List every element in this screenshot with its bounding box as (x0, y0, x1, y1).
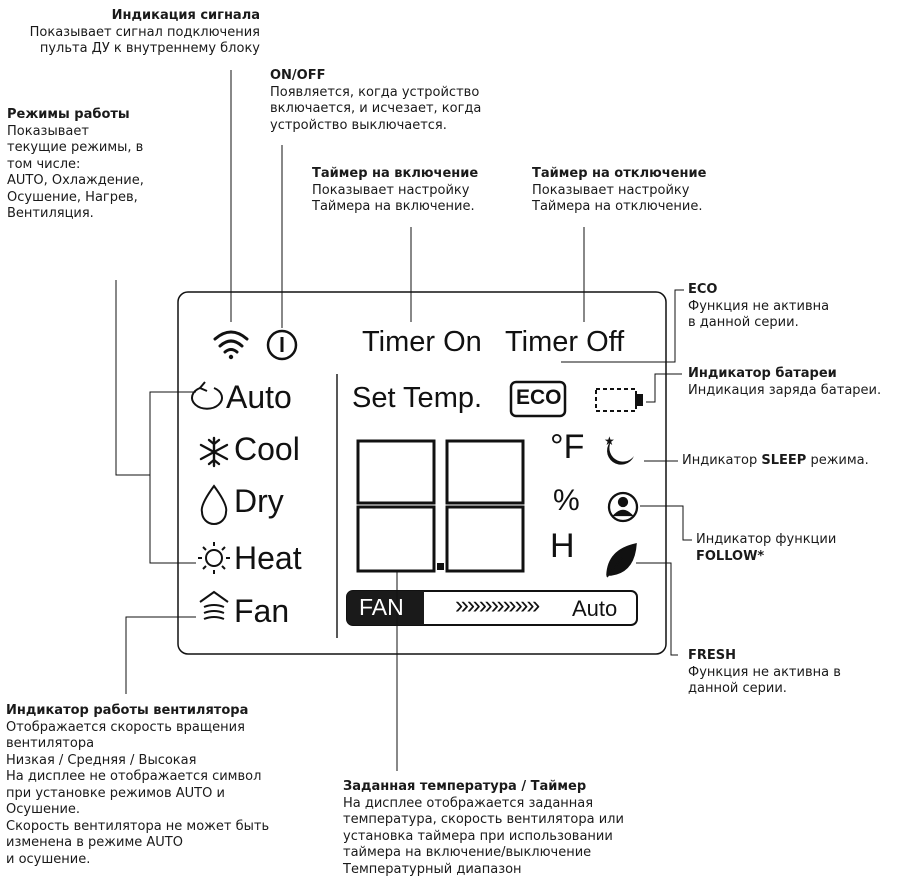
segment-digits (356, 439, 525, 573)
modes-note-title: Режимы работы (7, 107, 130, 122)
sleep-icon: ★ (604, 434, 634, 465)
leader-lines (115, 70, 692, 771)
sleep-note-prefix: Индикатор (682, 453, 762, 468)
battery-note-title: Индикатор батареи (688, 366, 837, 381)
fresh-note-desc: Функция не активна в данной серии. (688, 664, 841, 697)
battery-note-desc: Индикация заряда батареи. (688, 382, 882, 398)
follow-note-bold: FOLLOW* (696, 548, 765, 564)
modes-note: Режимы работы Показывает текущие режимы,… (7, 107, 187, 223)
fan-note-title: Индикатор работы вентилятора (6, 703, 249, 718)
mode-auto-label: Auto (226, 379, 292, 415)
timer-off-note-title: Таймер на отключение (532, 166, 707, 181)
svg-text:★: ★ (604, 434, 615, 448)
timer-on-label: Timer On (362, 326, 482, 358)
fresh-note: FRESH Функция не активна в данной серии. (688, 648, 888, 698)
drop-icon (200, 484, 228, 525)
fan-badge: FAN (359, 594, 404, 620)
fan-note: Индикатор работы вентилятора Отображаетс… (6, 703, 326, 868)
eco-note-title: ECO (688, 282, 718, 297)
fan-speed-arrows: »»»»»»» (455, 591, 540, 619)
signal-note-title: Индикация сигнала (111, 8, 260, 23)
snowflake-icon (199, 436, 229, 468)
eco-note: ECO Функция не активна в данной серии. (688, 282, 888, 332)
fan-badge-bg (347, 591, 424, 625)
fresh-note-title: FRESH (688, 648, 737, 663)
timer-off-note: Таймер на отключение Показывает настройк… (532, 166, 752, 216)
eco-note-desc: Функция не активна в данной серии. (688, 298, 830, 331)
timer-off-label: Timer Off (505, 326, 625, 358)
follow-note-line1: Индикатор функции (696, 532, 837, 547)
mode-fan-label: Fan (234, 593, 290, 629)
battery-note: Индикатор батареи Индикация заряда батар… (688, 366, 912, 399)
unit-percent: % (553, 484, 580, 517)
unit-h: H (550, 527, 575, 565)
sleep-note-suffix: режима. (806, 453, 869, 468)
set-temp-label: Set Temp. (352, 382, 483, 414)
battery-icon (595, 388, 643, 412)
unit-f: °F (550, 428, 585, 466)
follow-icon (607, 491, 639, 523)
timer-off-note-desc: Показывает настройку Таймера на отключен… (532, 182, 703, 215)
wifi-icon (213, 330, 249, 360)
sleep-note: Индикатор SLEEP режима. (682, 453, 912, 470)
signal-note: Индикация сигнала Показывает сигнал подк… (4, 8, 260, 58)
sun-icon (198, 542, 230, 574)
decimal-point (437, 563, 444, 570)
mode-heat-label: Heat (234, 540, 302, 576)
leaf-icon (606, 543, 637, 578)
settemp-note: Заданная температура / Таймер На дисплее… (343, 779, 673, 878)
fan-auto-label: Auto (572, 596, 618, 621)
lcd-panel (177, 291, 667, 655)
timer-on-note-title: Таймер на включение (312, 166, 479, 181)
settemp-note-desc: На дисплее отображается заданная темпера… (343, 795, 624, 877)
mode-dry-label: Dry (234, 483, 284, 519)
eco-box (509, 380, 567, 418)
timer-on-note: Таймер на включение Показывает настройку… (312, 166, 512, 216)
signal-note-desc: Показывает сигнал подключения пульта ДУ … (29, 24, 260, 57)
fan-mode-icon (199, 590, 229, 620)
fan-note-desc: Отображается скорость вращения вентилято… (6, 719, 270, 867)
settemp-note-title: Заданная температура / Таймер (343, 779, 587, 794)
onoff-note-title: ON/OFF (270, 68, 326, 83)
eco-label: ECO (516, 386, 562, 409)
onoff-note-desc: Появляется, когда устройство включается,… (270, 84, 482, 133)
sleep-note-bold: SLEEP (761, 453, 807, 468)
follow-note: Индикатор функции FOLLOW* (696, 532, 896, 565)
mode-cool-label: Cool (234, 431, 300, 467)
onoff-note: ON/OFF Появляется, когда устройство вклю… (270, 68, 520, 134)
modes-note-desc: Показывает текущие режимы, в том числе: … (7, 123, 144, 222)
timer-on-note-desc: Показывает настройку Таймера на включени… (312, 182, 475, 215)
auto-mode-icon (191, 381, 223, 410)
power-icon (266, 329, 298, 361)
